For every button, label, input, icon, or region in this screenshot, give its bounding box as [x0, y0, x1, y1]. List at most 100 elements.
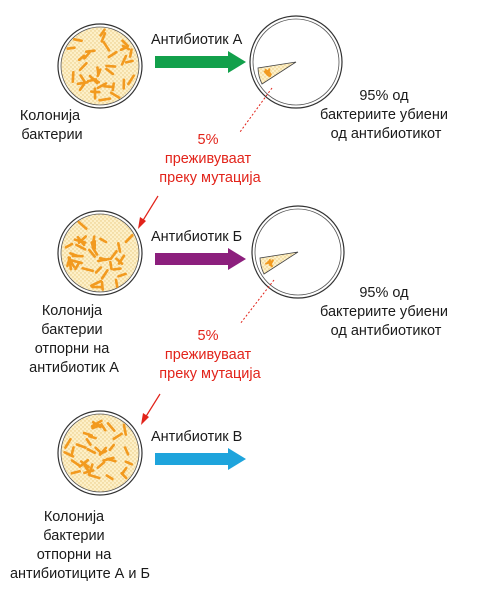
- bacterium: [98, 256, 108, 262]
- colony-label-3: Колонија бактерии отпорни на антибиотици…: [10, 509, 150, 582]
- surviving-wedge-1: [257, 61, 297, 85]
- bacterium: [115, 257, 124, 266]
- bacterium: [105, 474, 114, 481]
- bacterium: [78, 61, 88, 72]
- result-label-1: 95% од бактериите убиени од антибиотикот: [320, 88, 452, 142]
- bacteria-cluster: [64, 220, 134, 291]
- colony-label-2-line: бактерии: [41, 322, 102, 338]
- mutation-arrow-2-head: [141, 413, 149, 425]
- bacterium: [107, 50, 118, 59]
- colony-label-2-line: Колонија: [42, 303, 103, 319]
- arrow-a: [155, 51, 246, 73]
- bacterium: [81, 266, 94, 273]
- bacterium: [94, 266, 103, 274]
- bacterium: [96, 68, 102, 78]
- bacterium: [123, 446, 130, 456]
- bacterium: [74, 261, 81, 271]
- colony-label-3-line: бактерии: [43, 528, 104, 544]
- bacterium: [121, 466, 128, 475]
- bacterium: [77, 220, 88, 230]
- bacterium: [86, 447, 97, 455]
- bacterium: [108, 443, 115, 452]
- bacterium: [90, 279, 103, 288]
- bacterium: [99, 237, 108, 244]
- bacterium: [70, 469, 81, 475]
- antibiotic-a-label: Антибиотик А: [151, 32, 243, 48]
- result-label-2-line: од антибиотикот: [331, 323, 442, 339]
- colony-label-3-line: антибиотиците А и Б: [10, 566, 150, 582]
- bacterium: [112, 432, 123, 441]
- bacterium: [73, 37, 83, 43]
- bacterium: [127, 74, 135, 86]
- result-label-1-line: од антибиотикот: [331, 126, 442, 142]
- mutation-arrow-2: [141, 279, 275, 425]
- bacterium: [66, 46, 76, 51]
- bacterium: [63, 450, 75, 458]
- bacterium: [85, 437, 92, 446]
- bacterium: [109, 250, 118, 261]
- mutation-arrow-1: [138, 87, 273, 229]
- bacterium: [91, 77, 101, 84]
- mutation-label-2-line: преживуваат: [165, 347, 252, 363]
- bacterium: [75, 443, 87, 449]
- surviving-bacteria: [265, 259, 274, 268]
- mutation-label-2-line: 5%: [198, 328, 219, 344]
- bacterium: [105, 67, 115, 76]
- colony-label-1: Колонија бактерии: [20, 108, 84, 143]
- bacterium: [106, 422, 116, 433]
- bacterium: [96, 82, 108, 90]
- bacterium: [114, 278, 119, 289]
- surviving-wedge-2: [259, 251, 299, 275]
- bacterium: [100, 280, 104, 291]
- bacterium: [71, 71, 75, 83]
- bacterium: [83, 464, 91, 475]
- bacterium: [98, 97, 112, 102]
- bacterium: [109, 260, 113, 271]
- surviving-bacteria: [263, 68, 272, 77]
- bacterium: [70, 446, 75, 458]
- bacterium: [265, 260, 273, 265]
- result-label-1-line: бактериите убиени: [320, 107, 448, 123]
- bacterium: [124, 460, 134, 466]
- arrow-b: [155, 248, 246, 270]
- bacterium: [98, 446, 108, 456]
- colony-dish-1-agar: [60, 26, 140, 106]
- mutation-label-2: 5% преживуваат преку мутација: [159, 328, 261, 382]
- bacterium: [100, 31, 107, 43]
- colony-label-1-line: бактерии: [21, 127, 82, 143]
- mutation-arrow-2-path: [239, 279, 275, 325]
- bacterium: [82, 431, 93, 437]
- bacterium: [121, 44, 131, 51]
- mutation-label-1: 5% преживуваат преку мутација: [159, 132, 261, 186]
- arrow-v: [155, 448, 246, 470]
- mutation-arrow-1-path: [239, 87, 273, 133]
- bacterium: [73, 238, 87, 244]
- bacterium: [100, 269, 109, 280]
- colony-label-2-line: отпорни на: [35, 341, 111, 357]
- treated-dish-2: [251, 205, 345, 299]
- bacterium: [78, 83, 86, 92]
- bacterium: [75, 243, 87, 251]
- bacterium: [120, 54, 128, 66]
- mutation-label-1-line: преку мутација: [159, 170, 261, 186]
- bacterium: [79, 74, 86, 83]
- bacterium: [90, 419, 103, 428]
- bacterium: [88, 248, 96, 258]
- result-label-2-line: 95% од: [359, 285, 409, 301]
- result-label-2: 95% од бактериите убиени од антибиотикот: [320, 285, 452, 339]
- bacterium: [103, 85, 114, 89]
- bacterium: [88, 434, 97, 440]
- bacterium: [122, 423, 128, 436]
- bacterium: [124, 59, 134, 64]
- colony-dish-2: [57, 210, 143, 296]
- bacterium: [102, 41, 111, 52]
- bacterium: [109, 91, 121, 99]
- bacterium: [94, 446, 102, 454]
- bacterium: [117, 272, 127, 278]
- colony-label-2: Колонија бактерии отпорни на антибиотик …: [29, 303, 119, 376]
- bacterium: [76, 81, 89, 86]
- colony-dish-3: [57, 410, 143, 496]
- bacteria-cluster: [63, 419, 134, 481]
- bacterium: [102, 456, 115, 462]
- bacterium: [83, 51, 91, 60]
